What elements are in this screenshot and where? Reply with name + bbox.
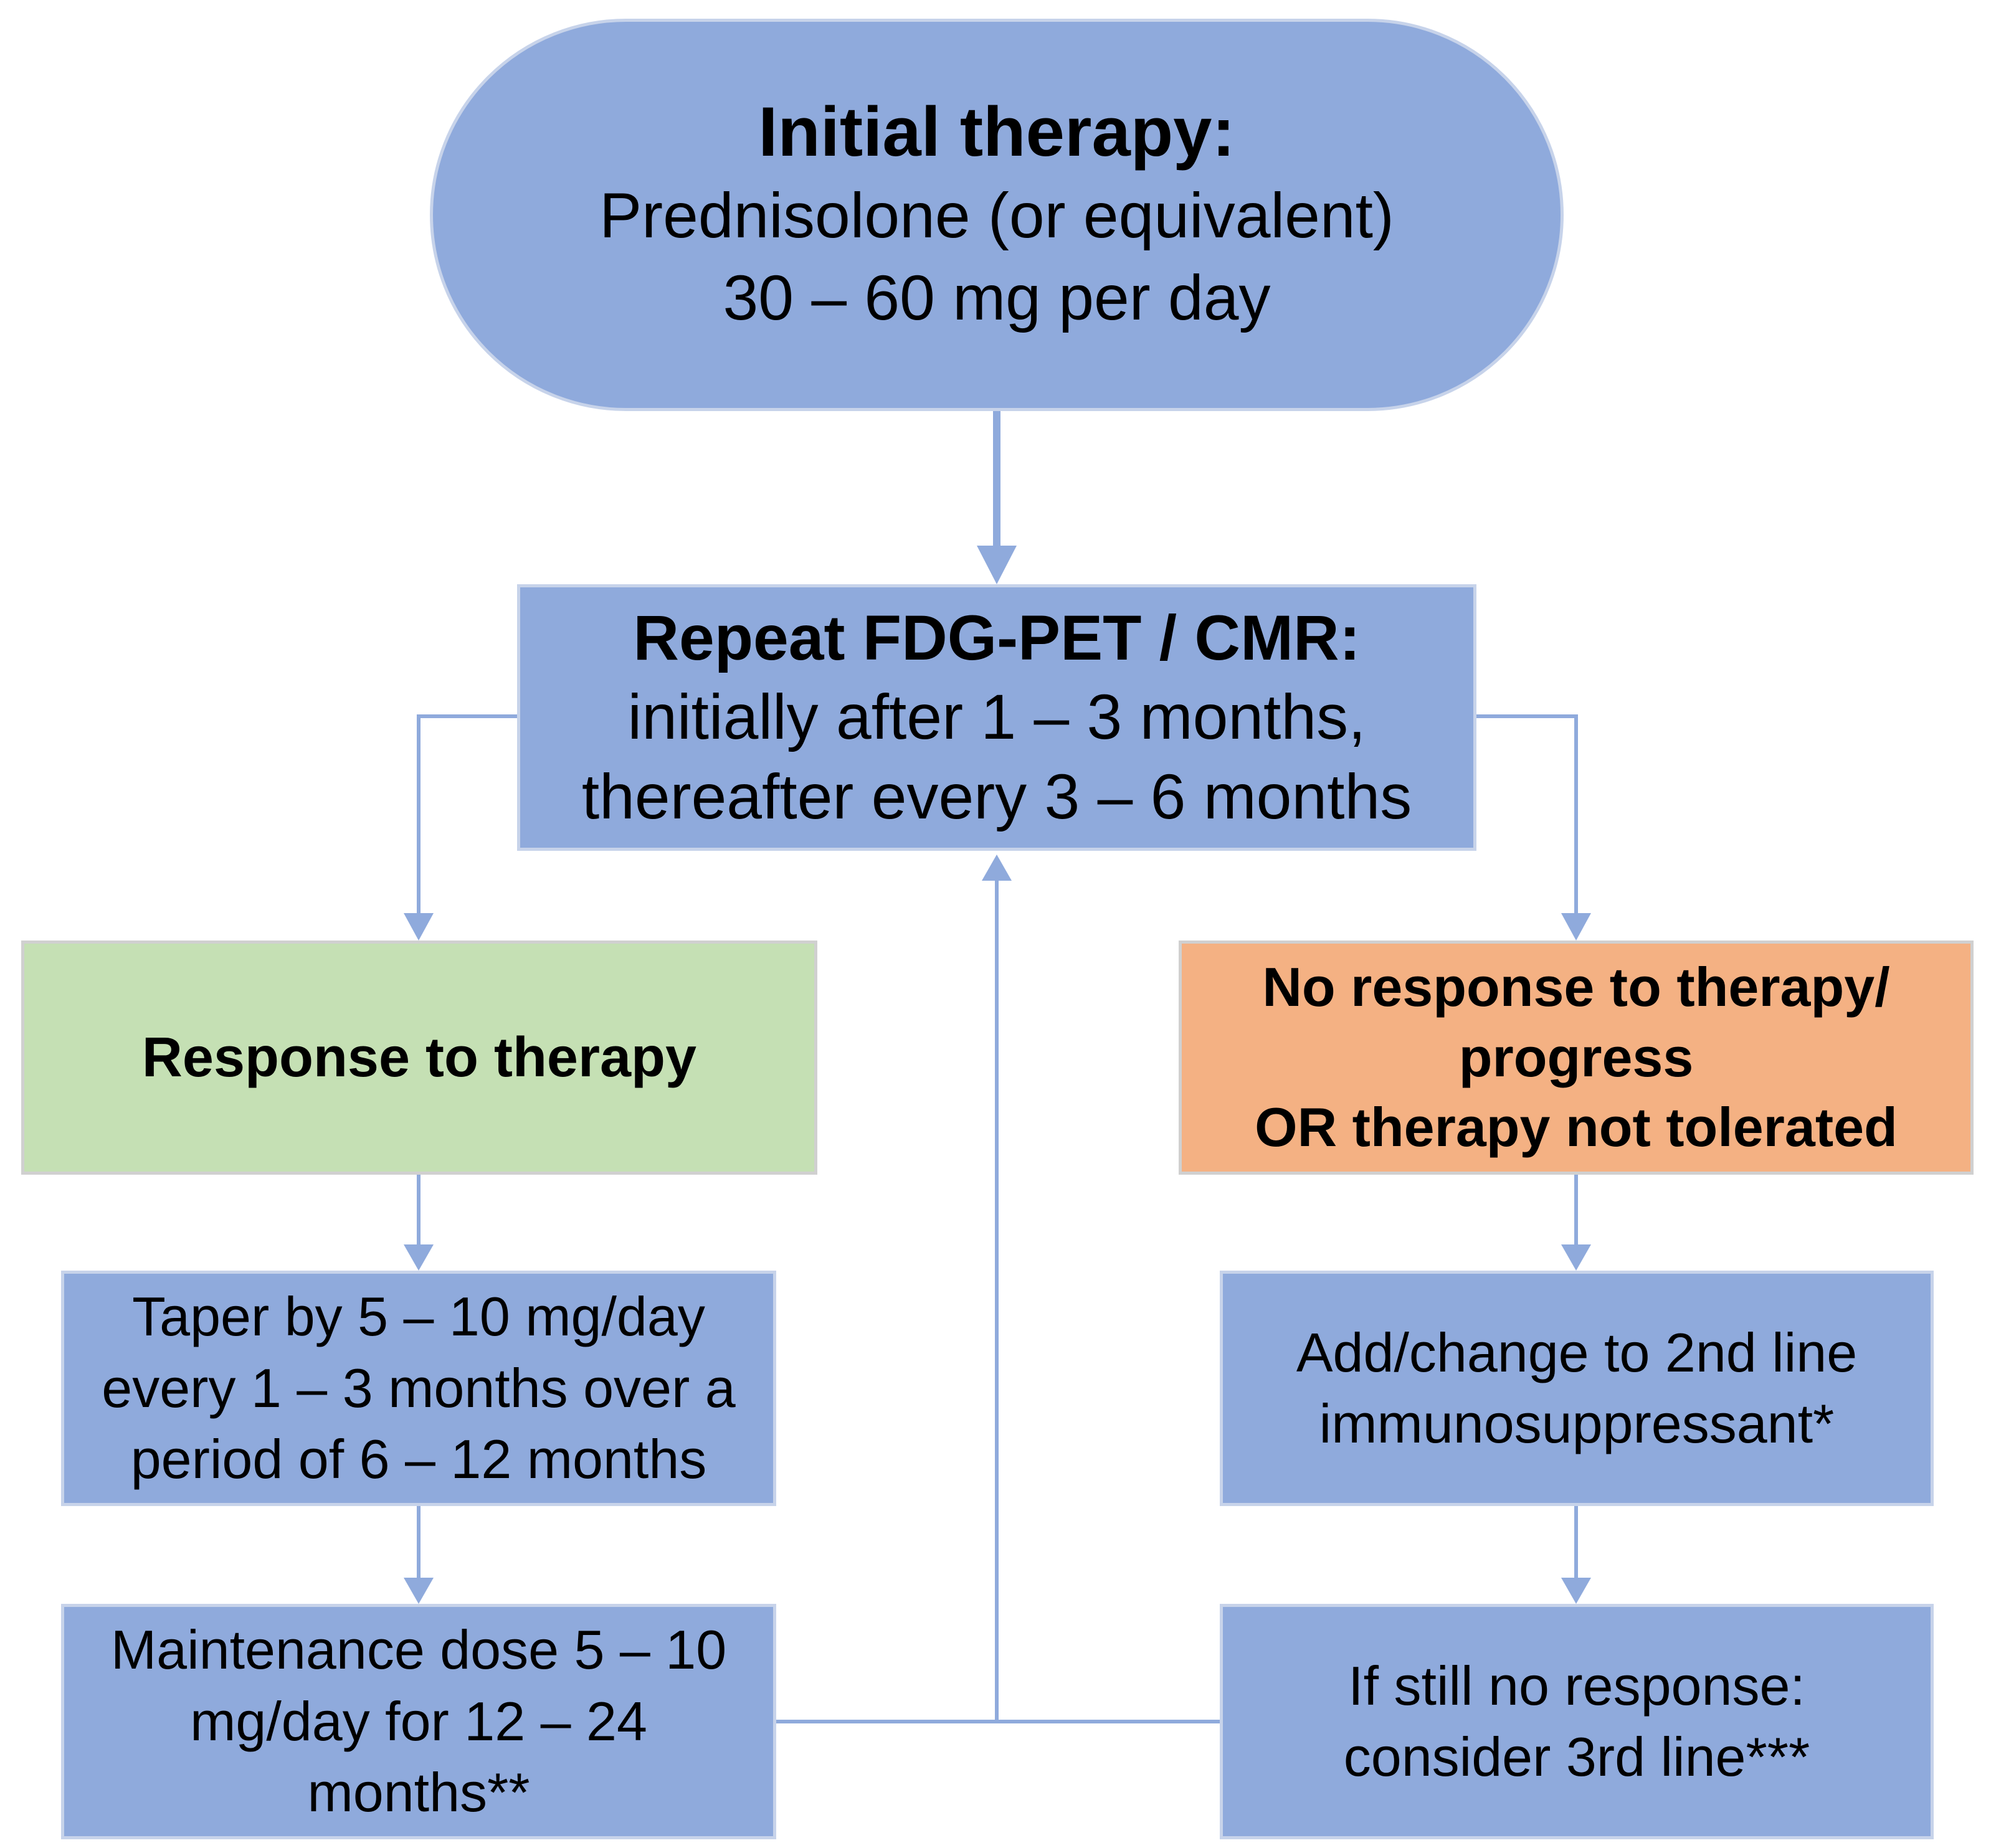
response-to-therapy-label: Response to therapy <box>141 1026 697 1089</box>
initial-therapy-dose: 30 – 60 mg per day <box>723 262 1271 334</box>
arrowhead-no-response-to-second-line <box>1561 1244 1591 1271</box>
arrow-repeat-to-no-response <box>1476 714 1578 916</box>
third-line-line-2: consider 3rd line*** <box>1343 1726 1810 1788</box>
arrowhead-repeat-to-no-response <box>1561 913 1591 941</box>
arrowhead-response-to-taper <box>404 1244 434 1271</box>
arrowhead-repeat-to-response <box>404 913 434 941</box>
repeat-imaging-thereafter: thereafter every 3 – 6 months <box>581 761 1412 832</box>
arrowhead-initial-to-repeat <box>977 546 1017 584</box>
arrowhead-taper-to-maintenance <box>404 1578 434 1604</box>
third-line-line-1: If still no response: <box>1348 1654 1805 1717</box>
initial-therapy-drug: Prednisolone (or equivalent) <box>599 179 1394 251</box>
no-response-line-1: No response to therapy/ <box>1262 956 1890 1018</box>
no-response-line-3: OR therapy not tolerated <box>1255 1096 1898 1159</box>
second-line-node: Add/change to 2nd line immunosuppressant… <box>1220 1271 1934 1506</box>
maintenance-node: Maintenance dose 5 – 10 mg/day for 12 – … <box>61 1604 776 1839</box>
maintenance-line-2: mg/day for 12 – 24 <box>190 1690 647 1752</box>
response-to-therapy-node: Response to therapy <box>21 941 817 1175</box>
arrowhead-second-line-to-third-line <box>1561 1578 1591 1604</box>
maintenance-line-3: months** <box>307 1761 530 1824</box>
arrowhead-loop-to-repeat <box>982 855 1012 881</box>
no-response-line-2: progress <box>1458 1026 1694 1088</box>
initial-therapy-title: Initial therapy: <box>758 93 1235 171</box>
repeat-imaging-title: Repeat FDG-PET / CMR: <box>633 602 1361 673</box>
repeat-imaging-initial: initially after 1 – 3 months, <box>627 681 1366 753</box>
initial-therapy-node: Initial therapy: Prednisolone (or equiva… <box>430 19 1564 411</box>
taper-node: Taper by 5 – 10 mg/day every 1 – 3 month… <box>61 1271 776 1506</box>
arrow-repeat-to-response <box>417 714 517 916</box>
third-line-node: If still no response: consider 3rd line*… <box>1220 1604 1934 1839</box>
second-line-line-2: immunosuppressant* <box>1319 1393 1835 1454</box>
repeat-imaging-node: Repeat FDG-PET / CMR: initially after 1 … <box>517 584 1476 851</box>
no-response-node: No response to therapy/ progress OR ther… <box>1179 941 1974 1175</box>
second-line-line-1: Add/change to 2nd line <box>1296 1321 1858 1383</box>
taper-line-2: every 1 – 3 months over a <box>102 1357 736 1419</box>
maintenance-line-1: Maintenance dose 5 – 10 <box>110 1619 727 1681</box>
taper-line-1: Taper by 5 – 10 mg/day <box>132 1286 705 1348</box>
taper-line-3: period of 6 – 12 months <box>130 1428 707 1490</box>
